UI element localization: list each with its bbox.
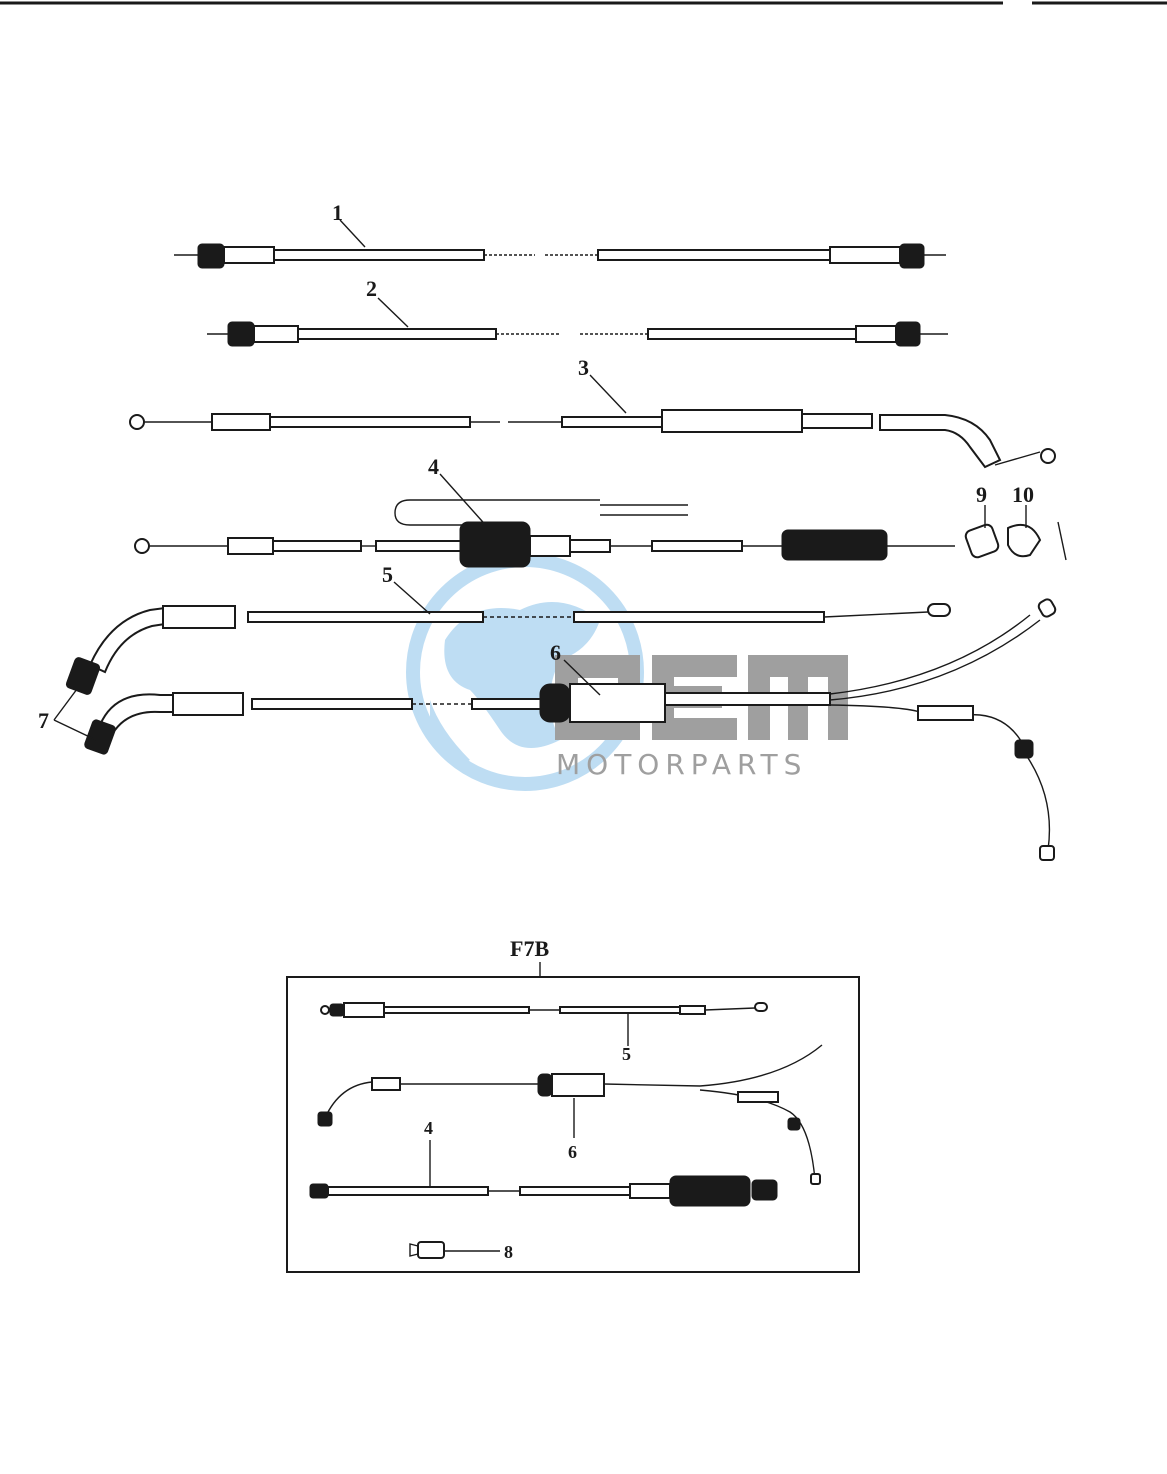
inset-cable-5: 5 bbox=[320, 1002, 768, 1064]
inset-callout-6: 6 bbox=[568, 1142, 577, 1162]
inset-callout-8: 8 bbox=[504, 1242, 513, 1262]
cable-4-front-brake bbox=[134, 499, 1067, 568]
cable-3-clutch bbox=[129, 409, 1056, 469]
watermark: MOTORPARTS bbox=[406, 553, 848, 791]
callout-5: 5 bbox=[382, 562, 393, 587]
callout-7: 7 bbox=[38, 708, 49, 733]
cable-5-throttle bbox=[65, 603, 951, 695]
inset-cable-6: 6 bbox=[317, 1044, 823, 1185]
callout-1: 1 bbox=[332, 200, 343, 225]
inset-cable-4: 4 bbox=[309, 1118, 778, 1207]
cable-6-throttle-junction bbox=[84, 598, 1057, 861]
inset-frame bbox=[286, 976, 860, 1273]
cable-2-tachometer bbox=[207, 321, 948, 347]
callout-3: 3 bbox=[578, 355, 589, 380]
cable-1-speedometer bbox=[174, 243, 946, 269]
callout-10: 10 bbox=[1012, 482, 1034, 507]
callout-2: 2 bbox=[366, 276, 377, 301]
inset-f7b: F7B 5 bbox=[286, 936, 860, 1273]
inset-callout-4: 4 bbox=[424, 1118, 433, 1138]
watermark-subtitle: MOTORPARTS bbox=[556, 748, 807, 781]
inset-title: F7B bbox=[510, 936, 549, 961]
inset-callout-5: 5 bbox=[622, 1044, 631, 1064]
callout-6: 6 bbox=[550, 640, 561, 665]
callouts: 1 2 3 4 5 6 7 9 10 bbox=[38, 200, 1034, 741]
callout-4: 4 bbox=[428, 454, 439, 479]
inset-part-8: 8 bbox=[409, 1241, 513, 1262]
callout-9: 9 bbox=[976, 482, 987, 507]
